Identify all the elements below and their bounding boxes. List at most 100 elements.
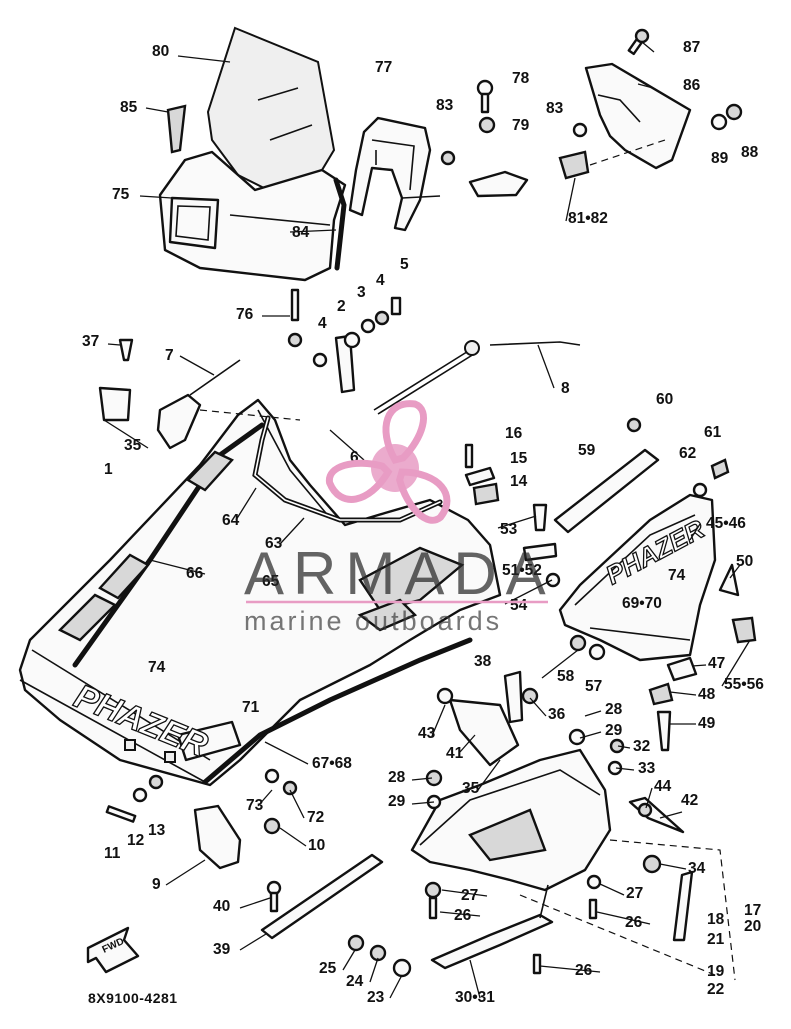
callout-c62: 62 <box>679 445 696 462</box>
leader-line <box>177 55 231 63</box>
leader-line <box>239 897 271 909</box>
propeller-blade <box>396 468 451 524</box>
callout-c3: 3 <box>357 284 366 301</box>
throttle-cable-8 <box>373 340 581 415</box>
callout-c53: 53 <box>500 521 518 538</box>
callout-c14: 14 <box>510 473 528 490</box>
callout-c38: 38 <box>474 653 492 670</box>
leader-line <box>342 949 356 971</box>
callout-c24: 24 <box>346 973 364 990</box>
rail-59 <box>553 448 660 534</box>
leader-line <box>411 777 433 781</box>
leader-line <box>596 911 651 925</box>
leader-line <box>669 691 697 696</box>
leader-line <box>637 83 654 89</box>
callout-c26c: 26 <box>575 962 593 979</box>
leader-line <box>689 523 701 541</box>
callout-c6768: 67•68 <box>312 755 352 772</box>
callout-c27a: 27 <box>461 887 478 904</box>
callout-c49: 49 <box>698 715 716 732</box>
callout-c61: 61 <box>704 424 722 441</box>
callout-c63: 63 <box>265 535 283 552</box>
callout-c5556: 55•56 <box>724 676 764 693</box>
callout-c86: 86 <box>683 77 701 94</box>
callout-c89: 89 <box>711 150 729 167</box>
propeller-logo <box>326 400 451 524</box>
bracket-41 <box>448 698 520 767</box>
leader-line <box>721 639 751 687</box>
part-49 <box>656 710 672 752</box>
leader-line <box>389 974 403 999</box>
leader-line <box>329 429 365 461</box>
trim-strip-67-68 <box>202 637 473 785</box>
bolt-37 <box>118 338 134 362</box>
bracket-30-31 <box>430 913 554 970</box>
leader-line <box>645 787 653 809</box>
leader-line <box>239 933 267 951</box>
callout-c1: 1 <box>104 461 113 478</box>
leader-line <box>584 710 602 717</box>
bracket-81-82 <box>558 150 590 180</box>
leader-line <box>103 419 149 449</box>
callout-c10: 10 <box>308 837 325 854</box>
leader-line <box>165 859 206 886</box>
leader-line <box>599 883 625 896</box>
leader-line <box>617 745 631 749</box>
callout-c1720: 17 <box>744 902 761 919</box>
callout-c59: 59 <box>578 442 596 459</box>
leader-line <box>469 959 481 999</box>
bracket-85 <box>166 104 187 154</box>
part-48 <box>648 682 674 706</box>
callout-c35b: 35 <box>462 780 480 797</box>
callout-c72: 72 <box>307 809 324 826</box>
leader-line <box>477 759 501 791</box>
strip-18 <box>672 870 694 942</box>
side-panel-45-46: PHAZER <box>553 417 757 752</box>
callout-c77: 77 <box>375 59 392 76</box>
callout-c5152: 51•52 <box>502 562 542 579</box>
knob-55-56 <box>731 616 757 644</box>
callout-c23: 23 <box>367 989 385 1006</box>
leader-line <box>497 515 537 529</box>
diagram-code: 8X9100-4281 <box>88 990 178 1006</box>
callout-c76: 76 <box>236 306 254 323</box>
headlight-bracket-77 <box>348 116 441 232</box>
mount-hardware-78-79 <box>440 79 529 198</box>
callout-c16: 16 <box>505 425 523 442</box>
callout-c32: 32 <box>633 738 650 755</box>
rail-39 <box>260 853 384 940</box>
leader-line <box>279 517 305 545</box>
callout-c40: 40 <box>213 898 230 915</box>
bracket-9 <box>193 804 242 870</box>
leader-line <box>439 911 481 917</box>
forward-direction-arrow: FWD <box>86 926 140 974</box>
callout-c13: 13 <box>148 822 166 839</box>
callout-c35a: 35 <box>124 437 142 454</box>
propeller-hub <box>371 444 419 492</box>
callout-c26b: 26 <box>625 914 643 931</box>
trim-strip-84 <box>333 177 347 271</box>
callout-c6970: 69•70 <box>622 595 662 612</box>
callout-c88: 88 <box>741 144 759 161</box>
leader-line <box>139 195 173 199</box>
callout-c36: 36 <box>548 706 566 723</box>
leader-line <box>504 579 553 605</box>
leader-line <box>691 664 707 667</box>
callout-c20: 20 <box>744 918 761 935</box>
callout-c42: 42 <box>681 792 698 809</box>
plate-71 <box>176 720 242 762</box>
callout-c75: 75 <box>112 186 130 203</box>
callout-c21: 21 <box>707 931 725 948</box>
callout-c57: 57 <box>585 678 602 695</box>
callout-c4b: 4 <box>318 315 327 332</box>
callout-c3031: 30•31 <box>455 989 495 1006</box>
leader-line <box>529 697 547 717</box>
hood-latch-7 <box>156 359 301 450</box>
callout-c18: 18 <box>707 911 725 928</box>
bolt-38 <box>503 670 524 724</box>
callout-leaders <box>103 41 751 999</box>
leader-line <box>615 767 635 771</box>
pin-42 <box>628 796 685 834</box>
